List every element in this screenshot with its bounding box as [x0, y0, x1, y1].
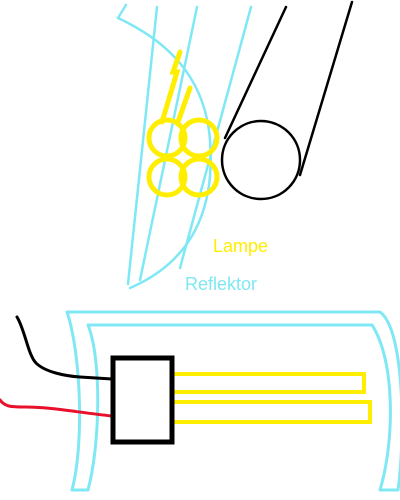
- reflector-top-edge: [116, 3, 128, 20]
- lamp-tube-top-right: [178, 117, 220, 159]
- lamp-label: Lampe: [213, 236, 268, 256]
- side-view: [0, 310, 400, 492]
- reflector-side-outline: [65, 310, 400, 492]
- cylinder: [220, 0, 354, 201]
- lamp-cross-section: [146, 49, 220, 198]
- cross-section-view: Lampe Reflektor: [116, 0, 354, 294]
- reflector-outer-curve: [116, 16, 212, 290]
- reflector-inner-line-1: [126, 5, 159, 286]
- lamp-lead-left: [159, 49, 183, 125]
- lamp-tube-bottom-right: [178, 156, 220, 198]
- lamp-tube-upper: [170, 372, 366, 394]
- lamp-socket: [110, 355, 175, 445]
- lamp-tube-bottom-left: [146, 156, 188, 198]
- lamp-lead-right: [175, 85, 193, 125]
- wire-black: [15, 315, 114, 381]
- cylinder-edge-left: [223, 5, 288, 140]
- cylinder-edge-right: [298, 0, 354, 177]
- reflector-inner-line-2: [138, 5, 199, 282]
- lamp-tube-lower: [164, 400, 372, 424]
- lamp-side-tubes: [164, 372, 372, 424]
- cylinder-end-circle: [220, 119, 302, 201]
- reflector-label: Reflektor: [185, 274, 257, 294]
- lamp-tube-top-left: [146, 117, 188, 159]
- wire-red: [0, 398, 114, 418]
